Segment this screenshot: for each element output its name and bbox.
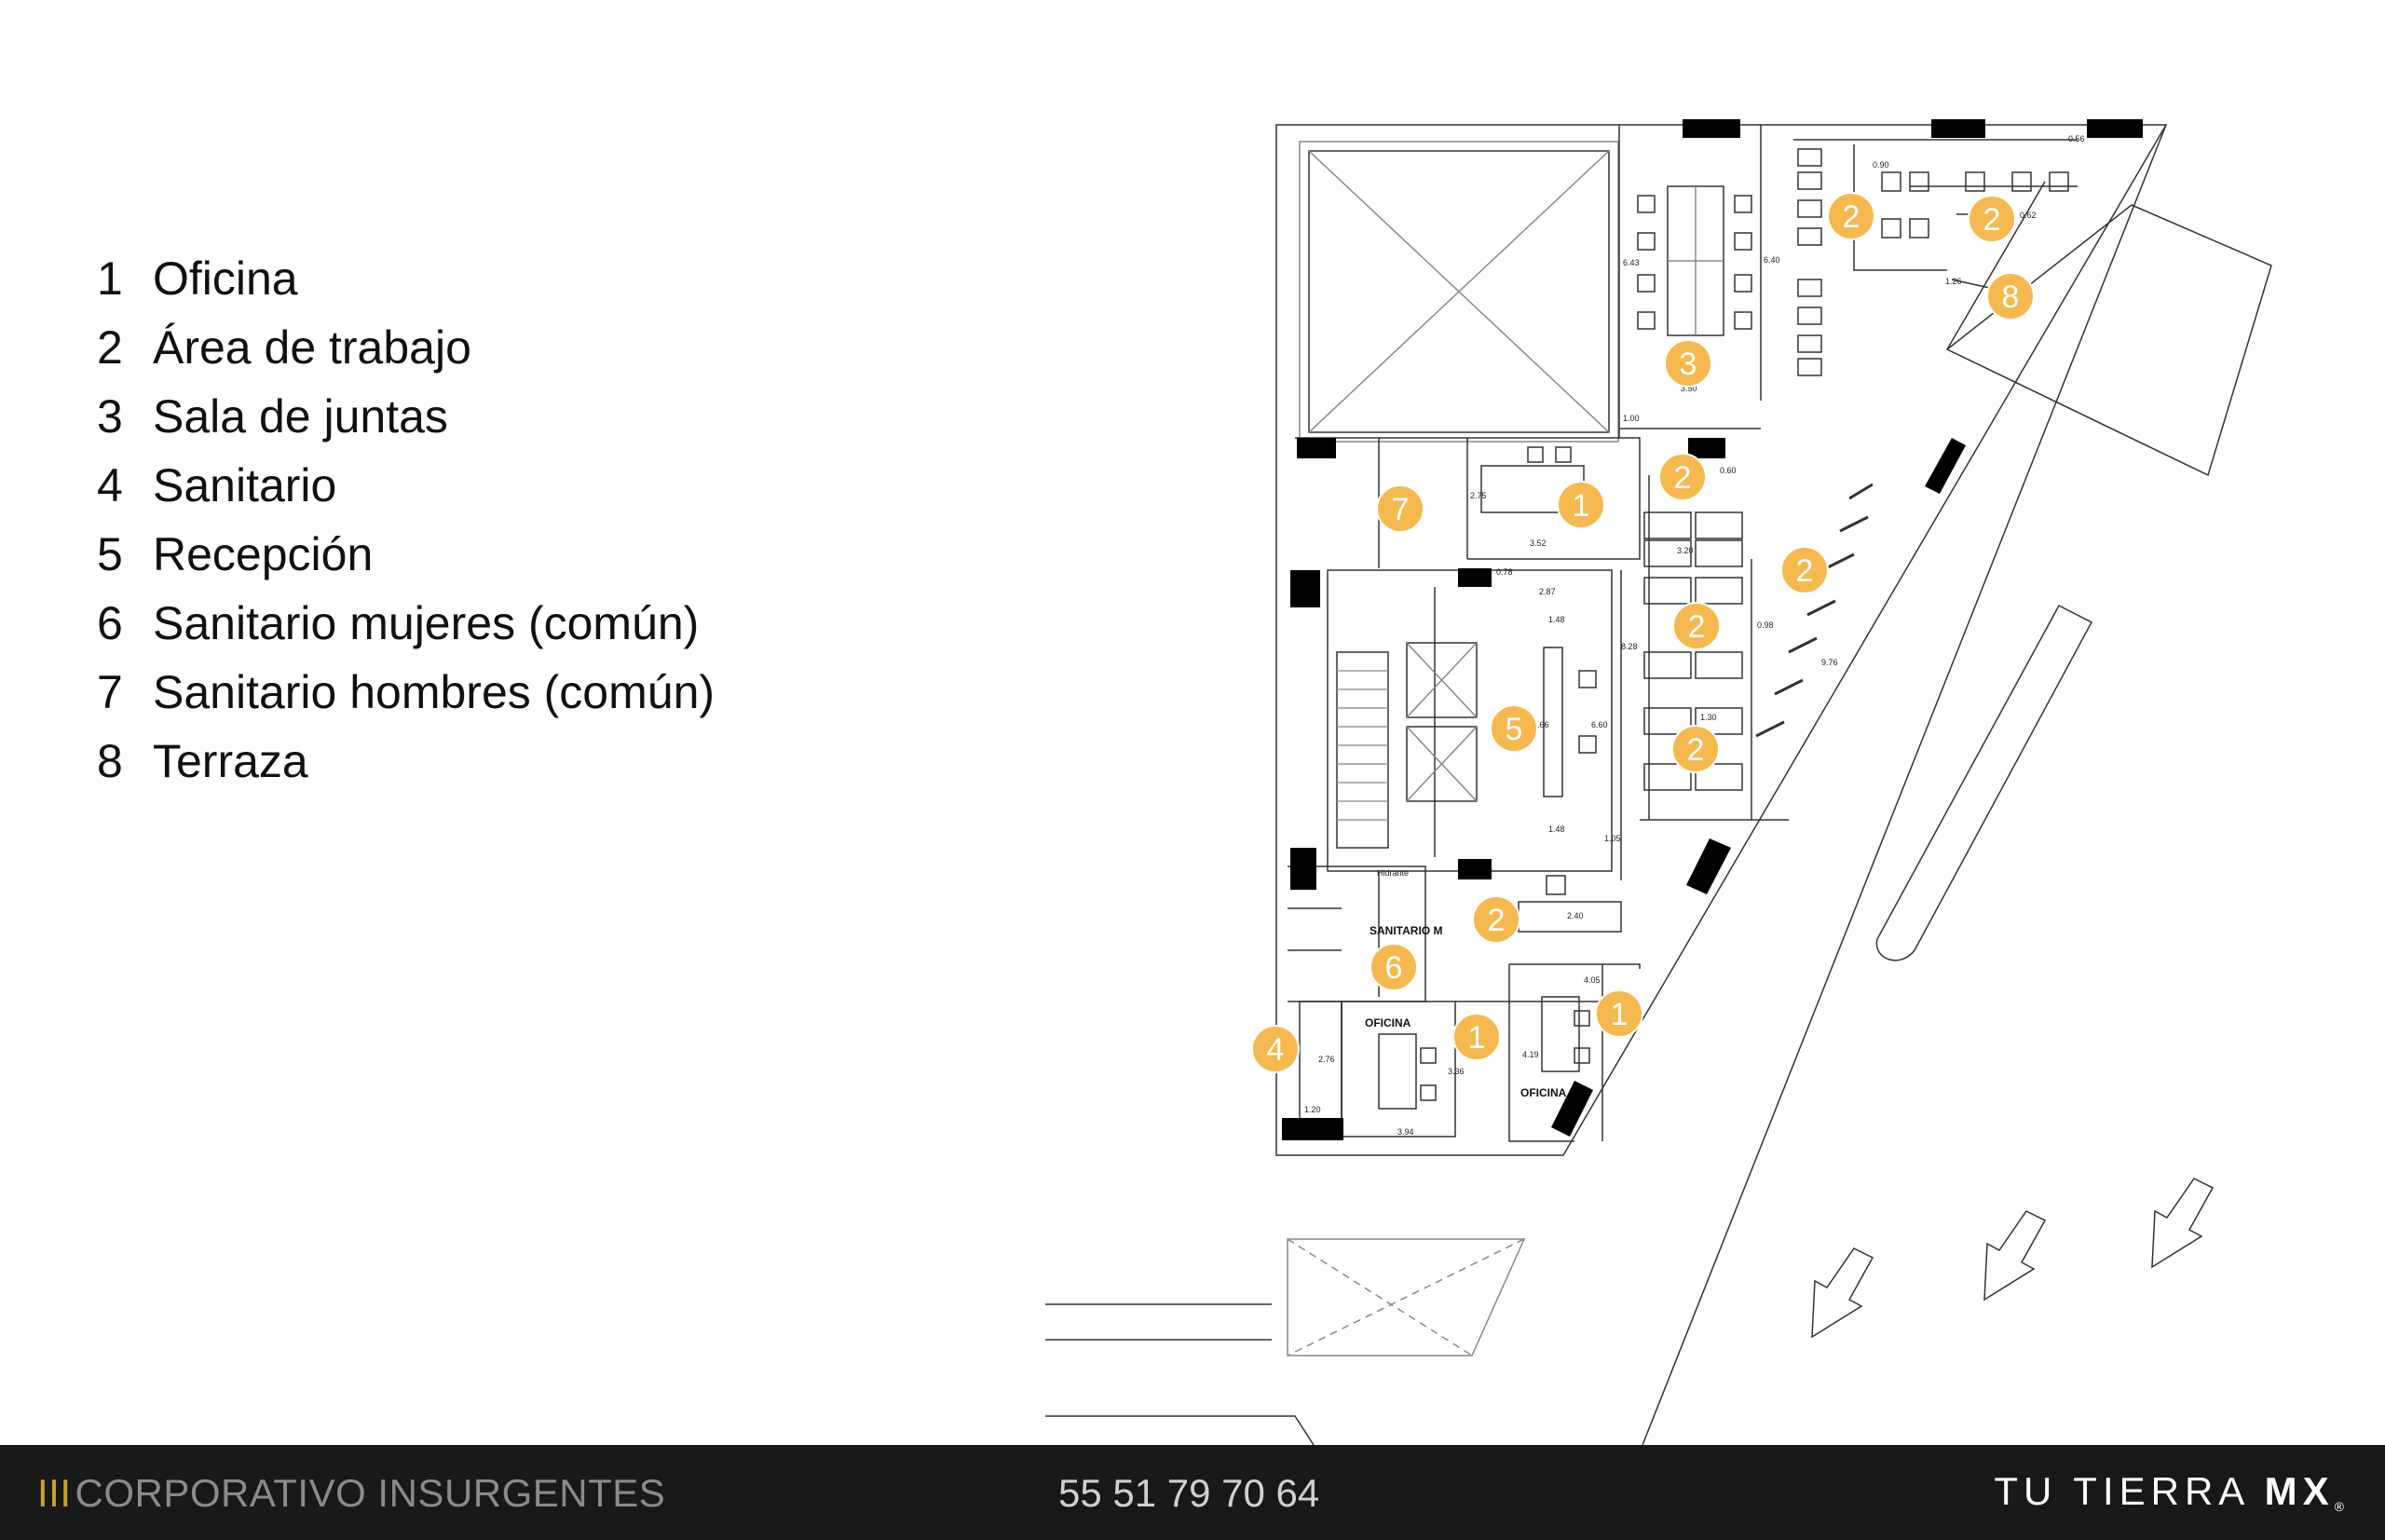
svg-text:3: 3 (1680, 347, 1697, 382)
marker-8: 8 (1986, 272, 2035, 320)
project-name: IIICORPORATIVO INSURGENTES (37, 1471, 666, 1515)
dim-label: 2.40 (1567, 911, 1584, 920)
svg-text:2: 2 (1983, 202, 2001, 238)
svg-text:2: 2 (1796, 553, 1814, 589)
dim-label: 0.90 (1873, 160, 1889, 170)
dim-label: 1.48 (1548, 615, 1565, 624)
dim-label: 3.52 (1530, 538, 1547, 548)
svg-text:8: 8 (2002, 279, 2020, 315)
sidewalk-left (1045, 1303, 1272, 1341)
street-line (1642, 124, 2167, 1445)
svg-text:1: 1 (1611, 997, 1629, 1032)
dim-label: 1.05 (1604, 834, 1621, 843)
svg-text:5: 5 (1506, 712, 1523, 747)
marker-4: 4 (1251, 1025, 1300, 1073)
road-arrow-3 (2151, 1178, 2215, 1269)
marker-2: 2 (1672, 602, 1721, 650)
dim-label: 3.94 (1397, 1127, 1414, 1137)
svg-text:2: 2 (1674, 460, 1692, 496)
marker-1: 1 (1557, 481, 1605, 529)
elevator-2 (1406, 726, 1478, 802)
dim-label: 6.40 (1764, 255, 1780, 265)
marker-2: 2 (1671, 725, 1720, 773)
svg-text:2: 2 (1843, 199, 1860, 235)
svg-text:1: 1 (1468, 1020, 1486, 1056)
label-oficina-left: OFICINA (1365, 1016, 1411, 1029)
svg-text:1: 1 (1573, 488, 1590, 524)
dim-label: 6.43 (1623, 258, 1640, 267)
road-arrow-1 (1811, 1247, 1874, 1339)
marker-6: 6 (1370, 943, 1418, 991)
marker-5: 5 (1490, 704, 1538, 753)
dim-label: 9.76 (1821, 658, 1838, 667)
dim-label: 1.30 (1700, 713, 1717, 722)
marker-2: 2 (1968, 195, 2016, 243)
marker-2: 2 (1658, 453, 1707, 501)
phone-number: 55 51 79 70 64 (1058, 1471, 1320, 1515)
footer-bar: IIICORPORATIVO INSURGENTES 55 51 79 70 6… (0, 1445, 2385, 1540)
svg-text:4: 4 (1267, 1032, 1285, 1068)
label-hidrante: Hidrante (1377, 868, 1409, 878)
svg-text:7: 7 (1392, 492, 1410, 527)
dim-label: 1.00 (1623, 414, 1640, 423)
dim-label: 0.98 (1757, 620, 1774, 630)
road-arrow-2 (1983, 1210, 2047, 1302)
marker-2: 2 (1472, 895, 1520, 944)
dim-label: 2.75 (1470, 491, 1487, 500)
dim-label: 1.26 (1945, 277, 1962, 286)
median (1875, 604, 2093, 961)
dim-label: 4.05 (1584, 975, 1601, 985)
dim-label: 3.50 (1681, 384, 1697, 393)
dim-label: 3.20 (1677, 546, 1694, 555)
dim-label: 6.60 (1591, 720, 1608, 729)
svg-text:2: 2 (1688, 609, 1706, 645)
dim-label: 1.48 (1548, 825, 1565, 834)
marker-2: 2 (1827, 192, 1875, 240)
dim-label: 0.62 (2020, 211, 2037, 220)
dim-label: 3.36 (1448, 1067, 1465, 1076)
marker-1: 1 (1452, 1013, 1501, 1061)
label-oficina-right: OFICINA (1520, 1086, 1567, 1099)
dim-label: 4.19 (1522, 1050, 1539, 1059)
void-top (1308, 150, 1610, 433)
building-outline (1275, 124, 2168, 1156)
brand-logo: TU TIERRA MX® (1994, 1469, 2344, 1514)
dim-label: 2.76 (1318, 1055, 1335, 1064)
label-sanitario-m: SANITARIO M (1370, 924, 1442, 937)
dim-label: 8.28 (1621, 642, 1638, 651)
svg-text:6: 6 (1385, 950, 1403, 986)
street-curb (1945, 204, 2272, 477)
floor-plan: SANITARIO M OFICINA OFICINA Hidrante 0.9… (1045, 119, 2272, 1445)
marker-3: 3 (1664, 339, 1712, 388)
brand-bars: III (37, 1471, 72, 1515)
marker-2: 2 (1780, 546, 1829, 594)
dim-label: 0.56 (2068, 134, 2085, 143)
svg-text:2: 2 (1687, 732, 1705, 768)
svg-text:2: 2 (1488, 903, 1506, 938)
dim-label: 1.20 (1304, 1105, 1321, 1114)
dim-label: 0.60 (1720, 466, 1737, 475)
elevator-1 (1406, 642, 1478, 718)
dim-label: 0.78 (1496, 567, 1513, 577)
marker-7: 7 (1376, 484, 1424, 533)
dim-label: 3.66 (1533, 720, 1549, 729)
sidewalk-bottom (1045, 1415, 1315, 1445)
dim-label: 2.87 (1539, 587, 1556, 596)
void-bottom (1287, 1238, 1526, 1356)
marker-1: 1 (1595, 989, 1643, 1038)
